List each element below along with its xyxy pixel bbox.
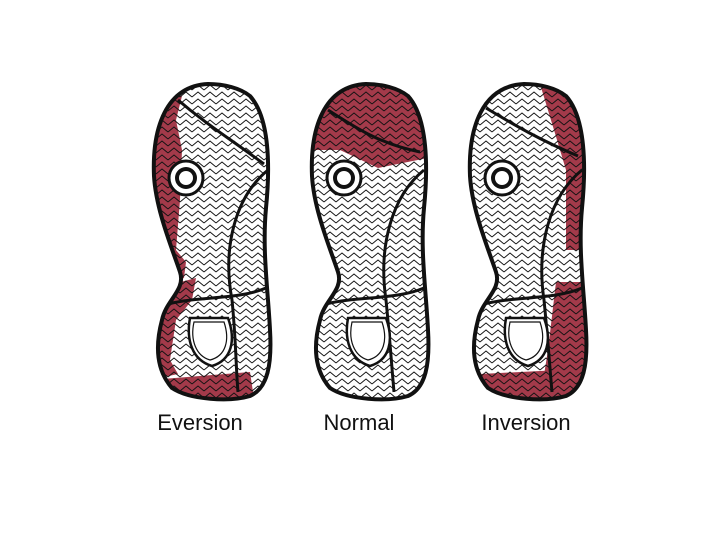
sole-normal — [309, 82, 431, 402]
caption-eversion: Eversion — [157, 410, 243, 435]
sole-eversion — [151, 82, 273, 402]
ball-marker-ring-icon — [483, 159, 521, 197]
heel-cup-icon — [503, 316, 550, 368]
ball-marker-ring-icon — [167, 159, 205, 197]
sole-inversion — [467, 82, 589, 402]
caption-normal: Normal — [323, 410, 395, 435]
heel-cup-icon — [345, 316, 392, 368]
heel-cup-icon — [187, 316, 234, 368]
caption-inversion: Inversion — [481, 410, 571, 435]
ball-marker-ring-icon — [325, 159, 363, 197]
